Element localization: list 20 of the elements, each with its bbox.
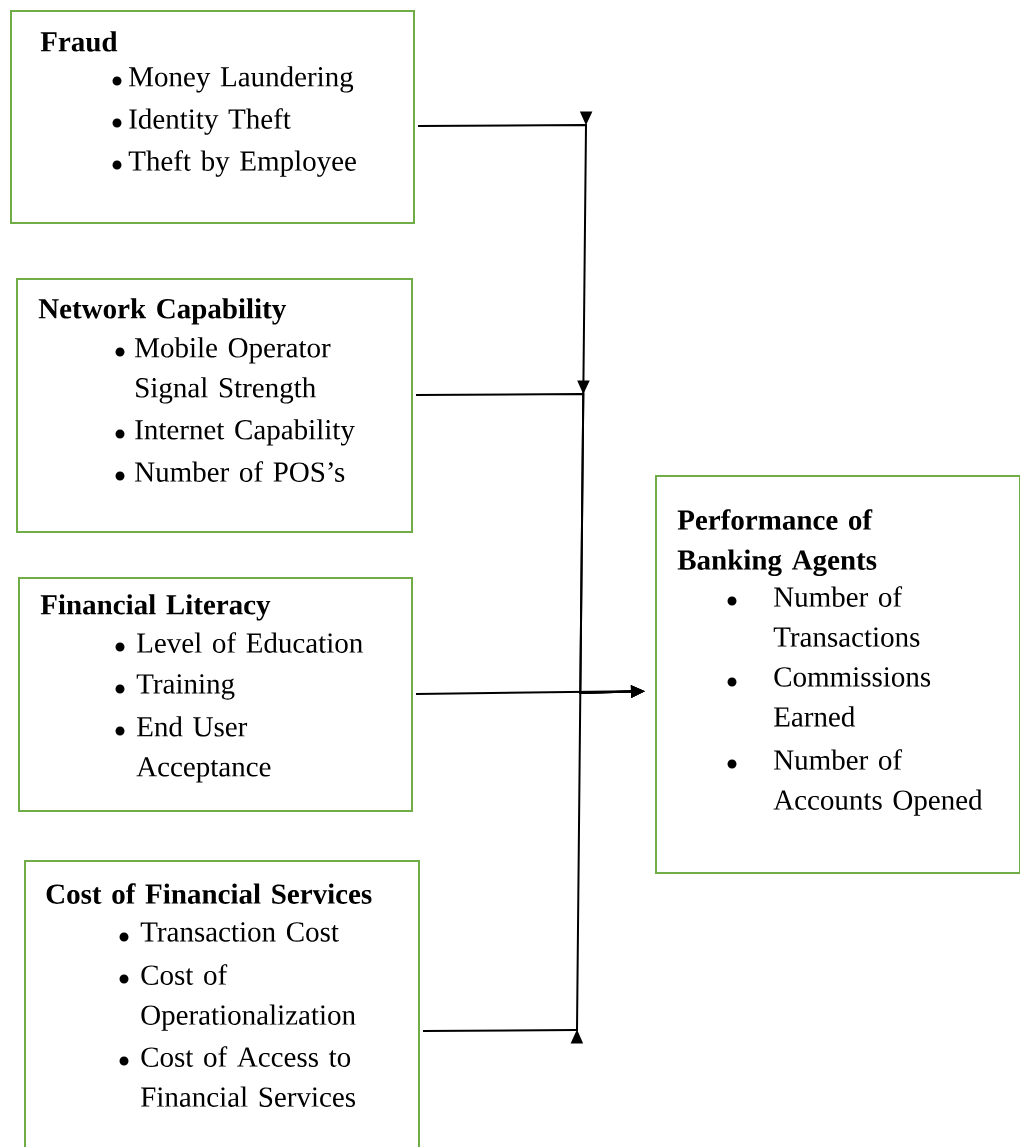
bullet-item: Internet Capability xyxy=(135,419,355,446)
box-heading: Performance of Banking Agents xyxy=(677,509,877,576)
bullet-item: Number of Transactions xyxy=(773,586,920,647)
bullet-item: Money Laundering xyxy=(129,66,354,93)
box-heading: Financial Literacy xyxy=(40,594,271,621)
bullet-item: Cost of Access to Financial Services xyxy=(141,1046,355,1107)
bullet-item: Commissions Earned xyxy=(774,667,931,727)
bullet-item: Cost of Operationalization xyxy=(141,964,356,1031)
bullet-item: Training xyxy=(136,674,235,700)
box-heading: Fraud xyxy=(40,31,118,52)
bullet-item: Number of Accounts Opened xyxy=(773,749,983,816)
bullet-item: Transaction Cost xyxy=(140,922,339,942)
bullet-item: Mobile Operator Signal Strength xyxy=(135,337,331,404)
box-heading: Network Capability xyxy=(38,298,286,325)
bullet-item: Number of POS’s xyxy=(135,461,345,482)
bullet-item: Theft by Employee xyxy=(128,150,356,177)
box-heading: Cost of Financial Services xyxy=(46,883,372,904)
bullet-item: End User Acceptance xyxy=(136,716,271,783)
bullet-item: Identity Theft xyxy=(129,108,291,135)
bullet-item: Level of Education xyxy=(137,632,363,653)
